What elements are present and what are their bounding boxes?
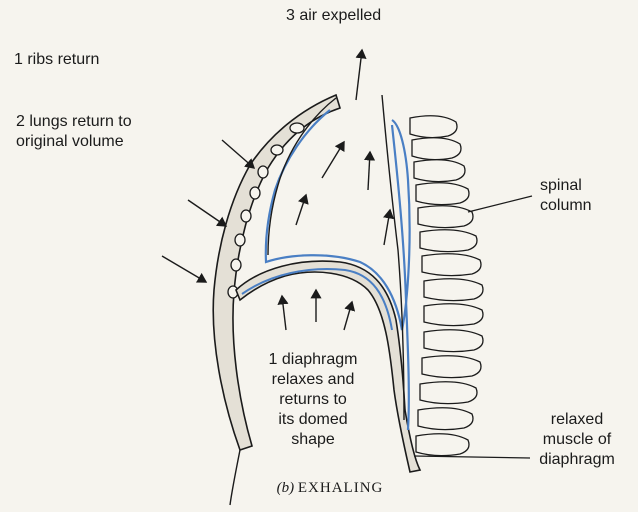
label-ribs-return: 1 ribs return bbox=[14, 50, 99, 70]
figure-caption: (b) EXHALING bbox=[230, 480, 430, 497]
muscle-leader-line bbox=[414, 456, 530, 458]
label-lungs-return: 2 lungs return to original volume bbox=[16, 112, 132, 152]
diaphragm-arrows bbox=[282, 290, 352, 330]
label-air-expelled: 3 air expelled bbox=[286, 6, 381, 26]
air-flow-arrows bbox=[296, 50, 390, 245]
spinal-leader-line bbox=[468, 196, 532, 212]
label-spinal-column: spinal column bbox=[540, 176, 592, 216]
label-relaxed-muscle: relaxed muscle of diaphragm bbox=[520, 410, 634, 470]
spinal-column bbox=[410, 116, 483, 456]
label-diaphragm-relaxes: 1 diaphragm relaxes and returns to its d… bbox=[248, 350, 378, 450]
